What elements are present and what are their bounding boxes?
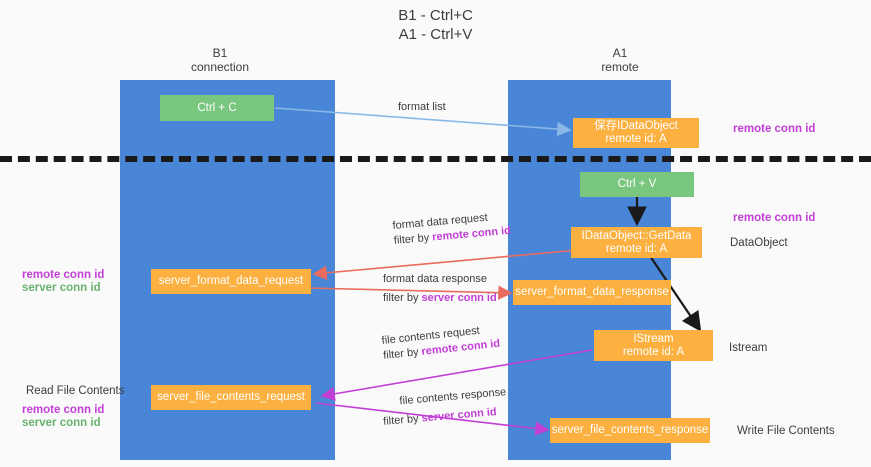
edge-label-format-data-response: format data response filter by server co… xyxy=(383,272,497,306)
annotation-left-server-conn-id-mid: server conn id xyxy=(22,282,101,294)
annotation-right-istream: Istream xyxy=(729,342,768,354)
annotation-right-dataobject: DataObject xyxy=(730,237,788,249)
box-server-format-data-request[interactable]: server_format_data_request xyxy=(151,269,311,294)
filter-prefix: filter by xyxy=(382,345,423,362)
box-istream[interactable]: IStream remote id: A xyxy=(594,330,713,361)
box-idataobject-line1: 保存IDataObject xyxy=(594,120,678,132)
column-header-b1-name: B1 xyxy=(212,46,228,60)
column-header-b1: B1 connection xyxy=(155,46,285,74)
column-header-a1: A1 remote xyxy=(555,46,685,74)
column-header-a1-role: remote xyxy=(601,60,639,74)
column-header-a1-name: A1 xyxy=(612,46,628,60)
edge-label-file-contents-request: file contents request filter by remote c… xyxy=(381,322,501,364)
edge-label-format-data-response-title: format data response xyxy=(383,273,487,285)
filter-prefix: filter by xyxy=(393,231,433,247)
column-header-b1-role: connection xyxy=(190,60,250,74)
edge-label-format-list: format list xyxy=(398,101,446,113)
box-server-file-contents-request-label: server_file_contents_request xyxy=(157,391,305,403)
annotation-left-remote-conn-id-mid: remote conn id xyxy=(22,269,105,281)
box-istream-line2: remote id: A xyxy=(622,345,685,358)
box-server-format-data-response-label: server_format_data_response xyxy=(515,286,669,298)
annotation-right-write-file-contents: Write File Contents xyxy=(737,425,835,437)
box-server-file-contents-request[interactable]: server_file_contents_request xyxy=(151,385,311,410)
annotation-right-remote-conn-id-top: remote conn id xyxy=(733,123,816,135)
box-idataobject-getdata[interactable]: IDataObject::GetData remote id: A xyxy=(571,227,702,258)
title-line-1: B1 - Ctrl+C xyxy=(398,7,473,24)
annotation-left-read-file-contents: Read File Contents xyxy=(26,385,125,397)
title-line-2: A1 - Ctrl+V xyxy=(398,26,473,43)
annotation-right-remote-conn-id-mid: remote conn id xyxy=(733,212,816,224)
box-server-file-contents-response-label: server_file_contents_response xyxy=(551,424,709,436)
box-ctrl-c[interactable]: Ctrl + C xyxy=(160,95,274,121)
filter-key-server-conn-id: server conn id xyxy=(421,292,497,304)
annotation-left-remote-conn-id-bottom: remote conn id xyxy=(22,404,105,416)
box-ctrl-c-label: Ctrl + C xyxy=(197,101,237,114)
filter-prefix: filter by xyxy=(383,292,422,304)
box-getdata-line1: IDataObject::GetData xyxy=(581,229,692,242)
box-server-format-data-response[interactable]: server_format_data_response xyxy=(513,280,671,305)
edge-label-format-data-response-filter: filter by server conn id xyxy=(383,291,497,306)
box-idataobject-line2: remote id: A xyxy=(605,133,667,145)
box-ctrl-v-label: Ctrl + V xyxy=(617,178,657,190)
edge-label-file-contents-response: file contents response filter by server … xyxy=(381,385,509,430)
filter-prefix: filter by xyxy=(382,412,423,428)
edge-label-format-data-request: format data request filter by remote con… xyxy=(392,209,512,249)
page-title: B1 - Ctrl+C A1 - Ctrl+V xyxy=(0,6,871,44)
box-ctrl-v[interactable]: Ctrl + V xyxy=(580,172,694,197)
box-istream-line1: IStream xyxy=(633,332,674,345)
box-idataobject[interactable]: 保存IDataObject remote id: A xyxy=(573,118,699,148)
filter-key-server-conn-id: server conn id xyxy=(421,406,498,425)
box-server-file-contents-response[interactable]: server_file_contents_response xyxy=(550,418,710,443)
annotation-left-server-conn-id-bottom: server conn id xyxy=(22,417,101,429)
box-server-format-data-request-label: server_format_data_request xyxy=(158,275,304,287)
phase-divider xyxy=(0,156,871,162)
box-getdata-line2: remote id: A xyxy=(605,242,668,255)
